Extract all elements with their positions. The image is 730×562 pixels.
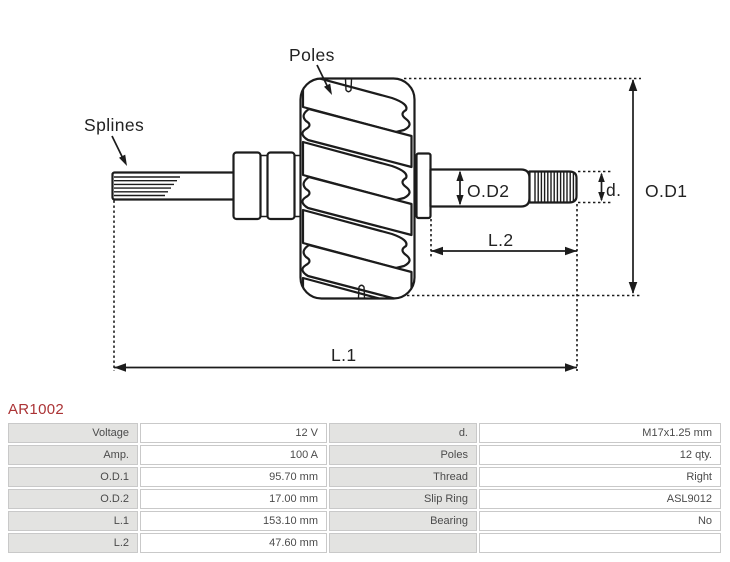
splines-callout: Splines xyxy=(84,115,144,166)
spec-value: M17x1.25 mm xyxy=(479,423,721,443)
spec-value xyxy=(479,533,721,553)
d-label: d. xyxy=(606,180,621,200)
splined-shaft xyxy=(111,171,236,201)
l1-label: L.1 xyxy=(331,345,357,365)
spec-label xyxy=(329,533,477,553)
dimension-l1: L.1 xyxy=(114,345,577,372)
table-row: Voltage 12 V d. M17x1.25 mm xyxy=(8,423,721,443)
rotor-diagram: L.1 L.2 O.D1 O.D2 d. Poles xyxy=(84,45,687,372)
table-row: Amp. 100 A Poles 12 qty. xyxy=(8,445,721,465)
pole-claws xyxy=(301,78,413,299)
spec-label: Slip Ring xyxy=(329,489,477,509)
spec-value: 47.60 mm xyxy=(140,533,327,553)
spec-label: O.D.1 xyxy=(8,467,138,487)
table-row: O.D.1 95.70 mm Thread Right xyxy=(8,467,721,487)
spec-label: d. xyxy=(329,423,477,443)
rotor-drawing xyxy=(111,77,578,300)
l2-label: L.2 xyxy=(488,230,514,250)
dimension-od1: O.D1 xyxy=(628,79,687,294)
table-row: L.1 153.10 mm Bearing No xyxy=(8,511,721,531)
dimension-d: d. xyxy=(598,172,621,202)
dimension-od2: O.D2 xyxy=(456,170,509,206)
od2-label: O.D2 xyxy=(467,181,509,201)
spec-value: 12 V xyxy=(140,423,327,443)
dimension-l2: L.2 xyxy=(431,230,577,256)
spec-label: L.2 xyxy=(8,533,138,553)
spec-label: O.D.2 xyxy=(8,489,138,509)
threaded-stub xyxy=(528,170,578,204)
table-row: L.2 47.60 mm xyxy=(8,533,721,553)
poles-callout: Poles xyxy=(289,45,335,95)
poles-label: Poles xyxy=(289,45,335,65)
spec-label: Voltage xyxy=(8,423,138,443)
spec-value: 153.10 mm xyxy=(140,511,327,531)
spec-value: Right xyxy=(479,467,721,487)
spec-label: Amp. xyxy=(8,445,138,465)
spec-label: Thread xyxy=(329,467,477,487)
spec-label: L.1 xyxy=(8,511,138,531)
spec-label: Poles xyxy=(329,445,477,465)
spec-value: 12 qty. xyxy=(479,445,721,465)
right-step-collar xyxy=(415,152,432,220)
spec-value: 95.70 mm xyxy=(140,467,327,487)
spec-value: 100 A xyxy=(140,445,327,465)
shaft-collars xyxy=(232,151,301,221)
spec-value: No xyxy=(479,511,721,531)
od1-label: O.D1 xyxy=(645,181,687,201)
pole-body-outline xyxy=(299,77,416,300)
spec-value: 17.00 mm xyxy=(140,489,327,509)
spec-value: ASL9012 xyxy=(479,489,721,509)
table-row: O.D.2 17.00 mm Slip Ring ASL9012 xyxy=(8,489,721,509)
specs-table: Voltage 12 V d. M17x1.25 mm Amp. 100 A P… xyxy=(6,421,723,555)
spec-label: Bearing xyxy=(329,511,477,531)
part-number-title: AR1002 xyxy=(8,401,65,418)
splines-label: Splines xyxy=(84,115,144,135)
